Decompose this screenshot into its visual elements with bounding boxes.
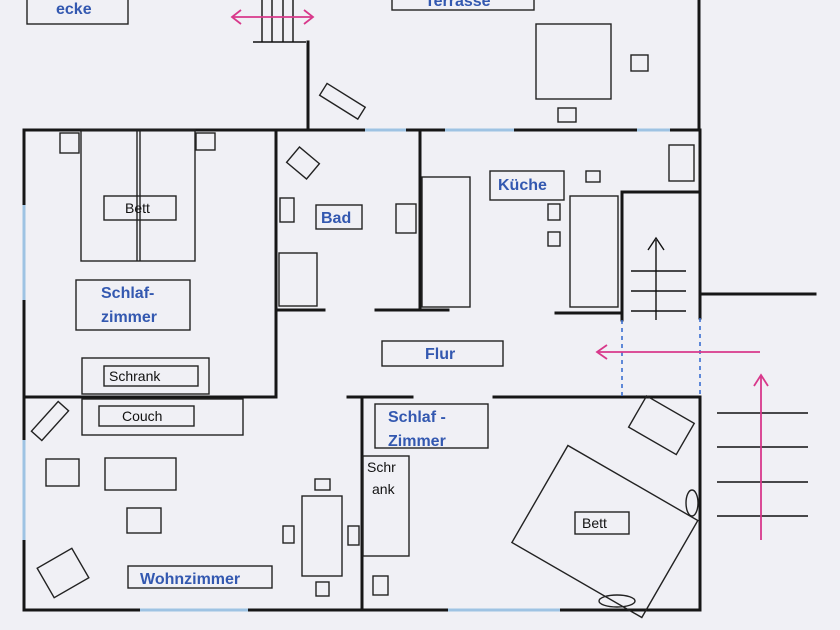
ecke-label-box (26, 0, 129, 25)
schlafzimmer2-label-box (374, 403, 489, 449)
terrasse-label-box (391, 0, 535, 11)
dining-table (301, 495, 343, 577)
kitchen-item (585, 170, 601, 183)
kitchen-counter-right (569, 195, 619, 308)
double-bed (80, 129, 196, 262)
bett2-label-box (574, 511, 630, 535)
terrace-table (535, 23, 612, 100)
kitchen-chair (547, 203, 561, 221)
terrace-bench (318, 82, 367, 121)
bad: Bad (278, 145, 417, 307)
schrank2-label-line1: Schr (367, 459, 396, 475)
nightlamp (598, 594, 636, 608)
toilet (285, 145, 321, 181)
bett1-label: Bett (125, 200, 150, 216)
couch-label-box (98, 405, 195, 427)
schlafzimmer-1: Bett Schlaf- zimmer Schrank (59, 129, 216, 395)
top-area: ecke Terrasse (26, 0, 701, 132)
wohnzimmer-label-box (127, 565, 273, 589)
flur: Flur (381, 340, 760, 367)
nightstand (59, 132, 80, 154)
couch-label: Couch (122, 408, 162, 424)
bad-label: Bad (321, 210, 351, 227)
dining-chair (282, 525, 295, 544)
schlafzimmer1-label-box (75, 279, 191, 331)
kitchen-chair (547, 231, 561, 247)
schlafzimmer2-label-line2: Zimmer (388, 433, 446, 450)
schrank2-label-line2: ank (372, 481, 396, 497)
terrasse-label: Terrasse (425, 0, 491, 10)
top-stairs (253, 0, 306, 43)
wohnzimmer-label: Wohnzimmer (140, 571, 240, 588)
interior-walls (22, 128, 702, 612)
terrace-chair (557, 107, 577, 123)
kueche-label-box (489, 170, 565, 201)
fridge (668, 144, 695, 182)
top-double-arrow (230, 9, 315, 25)
schlafzimmer1-label-line2: zimmer (101, 309, 157, 326)
footstool (45, 458, 80, 487)
schrank1-label-box (103, 365, 199, 387)
ecke-label: ecke (56, 1, 92, 18)
entrance-arrow (595, 344, 760, 360)
armchair-2 (627, 394, 696, 456)
entrance-stairs (717, 373, 808, 540)
nightlamp (685, 489, 699, 517)
wohnzimmer: Couch Wohnzimmer (30, 398, 360, 599)
schrank2 (362, 455, 410, 557)
kitchen-counter-left (421, 176, 471, 308)
shower (278, 252, 318, 307)
couch (81, 398, 244, 436)
schlafzimmer2-label-line1: Schlaf - (388, 409, 446, 426)
schlafzimmer-2: Schlaf - Zimmer Schr ank Bett (362, 394, 699, 619)
coffee-table (104, 457, 177, 491)
dining-chair (315, 581, 330, 597)
bett2-label: Bett (582, 515, 607, 531)
dining-chair (347, 525, 360, 546)
flur-label-box (381, 340, 504, 367)
windows (22, 128, 670, 612)
sink (279, 197, 295, 223)
double-bed-2 (510, 444, 699, 619)
nightstand (195, 132, 216, 151)
flur-label: Flur (425, 346, 455, 363)
schlafzimmer1-label-line1: Schlaf- (101, 285, 154, 302)
schrank1-label: Schrank (109, 368, 161, 384)
bad-label-box (315, 204, 363, 230)
kueche: Küche (421, 144, 695, 308)
armchair (36, 547, 90, 599)
bett1-label-box (103, 195, 177, 221)
dining-chair (314, 478, 331, 491)
stool (372, 575, 389, 596)
kueche-label: Küche (498, 177, 547, 194)
inner-stairs (631, 236, 686, 320)
terrace-chair (630, 54, 649, 72)
side-table (126, 507, 162, 534)
washbasin (395, 203, 417, 234)
armchair (30, 400, 70, 442)
schrank1 (81, 357, 210, 395)
